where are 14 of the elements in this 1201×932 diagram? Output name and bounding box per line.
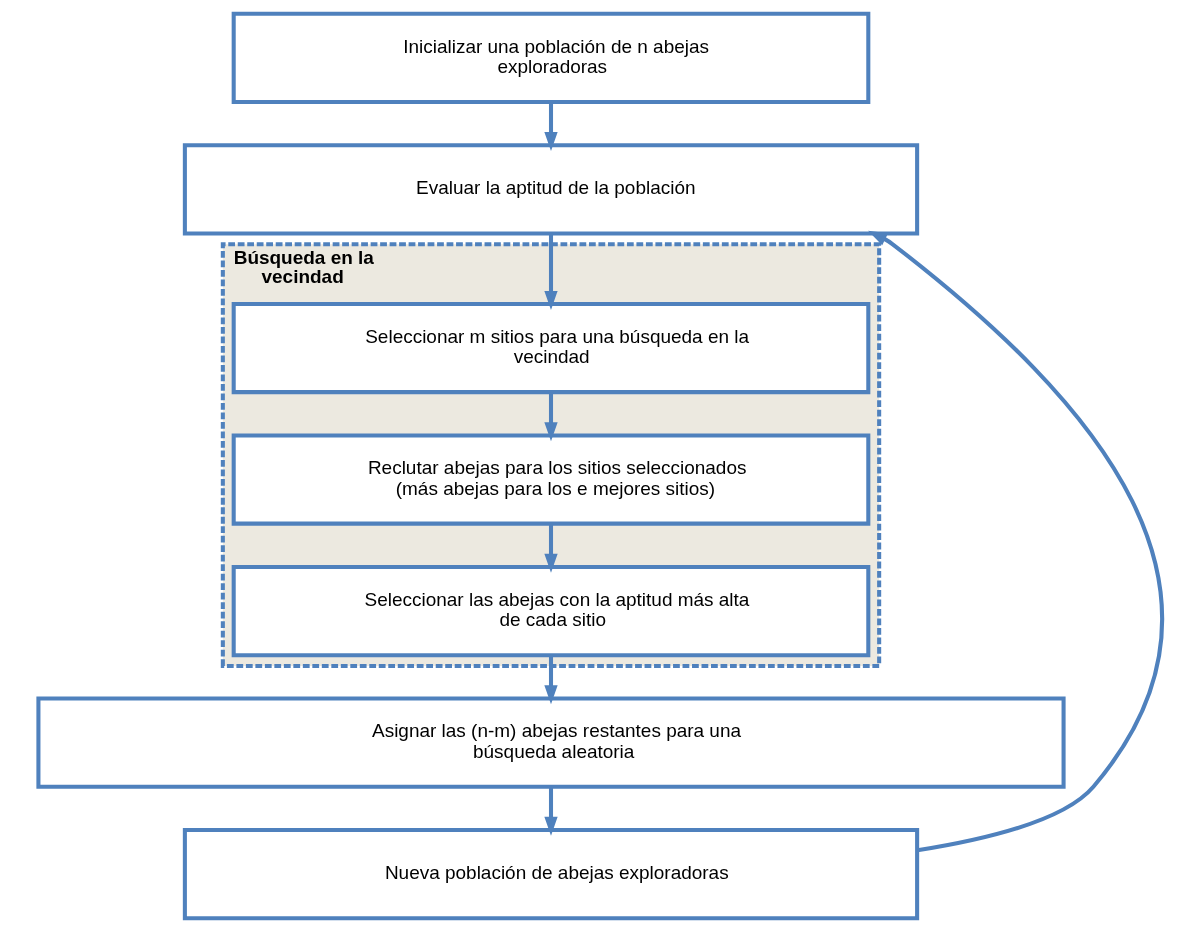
arrow [868,230,1164,853]
node-box: Reclutar abejas para los sitios seleccionados (más abejas para los e mejores sitios) [231,433,871,526]
arrow [544,233,558,310]
arrow [544,102,558,152]
arrow [544,523,558,573]
node-box: Evaluar la aptitud de la población [182,143,920,236]
node-box: Inicializar una población de n abejas exploradoras [231,11,871,104]
node-box: Asignar las (n-m) abejas restantes para una búsqueda aleatoria [36,696,1066,789]
node-box: Nueva población de abejas exploradoras [182,828,920,921]
arrow [544,786,558,836]
arrow [544,392,558,442]
arrow [544,655,558,705]
node-box: Seleccionar m sitios para una búsqueda en la vecindad [231,301,871,395]
node-box: Seleccionar las abejas con la aptitud más alta de cada sitio [231,565,871,658]
